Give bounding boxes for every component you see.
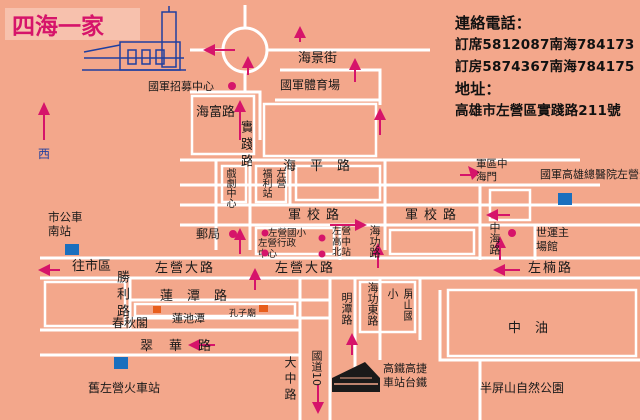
marker-gov bbox=[261, 249, 269, 257]
road-lianchi: 蓮潭路 bbox=[160, 288, 241, 304]
marker-recruit bbox=[228, 82, 236, 90]
direction-arrows bbox=[38, 26, 520, 414]
road-haiping: 海平路 bbox=[283, 158, 364, 174]
marker-north-station bbox=[318, 250, 326, 258]
road-junxiao-left: 軍校路 bbox=[288, 207, 345, 223]
place-world-arena: 世運主場館 bbox=[536, 226, 569, 253]
marker-high-school bbox=[318, 234, 326, 242]
road-labels: 海景街 海富路 海平路 軍校路 軍校路 左營大路 左營大路 左楠路 蓮潭路 翠華… bbox=[72, 51, 640, 395]
place-banpingshan: 半屏山自然公園 bbox=[480, 380, 564, 395]
marker-world-arena bbox=[508, 229, 516, 237]
place-north-station: 北站 bbox=[332, 247, 352, 258]
place-gov: 左營行政中心 bbox=[258, 238, 297, 260]
place-confucius: 孔子廟 bbox=[229, 307, 256, 319]
phone-line-2: 訂房5874367南海784175 bbox=[455, 59, 635, 75]
place-stadium: 國軍體育場 bbox=[280, 77, 340, 92]
place-zhongyou: 中油 bbox=[508, 321, 562, 336]
road-guodao: 國道10 bbox=[310, 350, 323, 386]
place-recruit: 國軍招募中心 bbox=[148, 79, 214, 93]
city-blocks bbox=[43, 94, 638, 358]
road-haigong: 海功路 bbox=[368, 225, 381, 258]
place-lotus-pond: 蓮池潭 bbox=[172, 311, 205, 325]
place-high-school: 左營高中 bbox=[332, 226, 352, 248]
road-zuoying-right: 左營大路 bbox=[275, 260, 335, 276]
place-hsr: 高鐵高捷車站台鐵 bbox=[383, 362, 427, 389]
place-hospital: 國軍高雄總醫院左營分院 bbox=[540, 167, 640, 181]
marker-hospital bbox=[558, 193, 572, 205]
address-text: 高雄市左營區實踐路211號 bbox=[455, 103, 621, 119]
marker-confucius bbox=[259, 305, 268, 312]
road-cuihua: 翠華路 bbox=[140, 338, 227, 354]
road-zuoying: 左營大路 bbox=[155, 260, 215, 276]
marker-bus-station bbox=[65, 244, 79, 255]
place-school-small: 左營國小 bbox=[268, 227, 307, 239]
brand-logo: 四海一家 bbox=[5, 6, 186, 71]
brand-name: 四海一家 bbox=[12, 13, 104, 40]
marker-old-train bbox=[114, 357, 128, 369]
road-haifu: 海富路 bbox=[196, 104, 235, 120]
road-haigong-east: 海功東路 bbox=[366, 282, 379, 326]
compass-west: 西 bbox=[38, 102, 50, 161]
road-zhonghai: 中海路 bbox=[488, 222, 501, 255]
marker-spring-autumn bbox=[153, 306, 161, 313]
road-zuonan: 左楠路 bbox=[528, 260, 573, 276]
place-theater: 戲劇中心 bbox=[224, 168, 235, 208]
road-mingtan: 明潭路 bbox=[340, 292, 353, 325]
address-heading: 地址： bbox=[455, 80, 501, 98]
road-haijing: 海景街 bbox=[298, 51, 337, 66]
hsr-station-icon bbox=[332, 362, 380, 392]
marker-post bbox=[229, 230, 237, 238]
map-markers bbox=[65, 82, 572, 392]
place-pingshan-school: 屏山國小 bbox=[386, 288, 412, 321]
road-dazhong: 大中路 bbox=[283, 356, 297, 404]
place-zuoying-small: 左營 bbox=[274, 168, 285, 188]
marker-school bbox=[261, 229, 269, 237]
road-to-city: 往市區 bbox=[72, 258, 111, 274]
place-post: 郵局 bbox=[196, 227, 220, 241]
place-spring-autumn: 春秋閣 bbox=[112, 316, 148, 330]
place-old-train: 舊左營火車站 bbox=[88, 380, 160, 395]
place-military-gate: 軍區中海門 bbox=[476, 158, 508, 183]
phone-heading: 連絡電話： bbox=[455, 14, 532, 32]
compass-label: 西 bbox=[38, 147, 50, 161]
road-junxiao-right: 軍校路 bbox=[405, 207, 462, 223]
contact-panel: 連絡電話： 訂席5812087南海784173 訂房5874367南海78417… bbox=[455, 12, 637, 122]
road-grid bbox=[40, 5, 640, 420]
road-shengli: 勝利路 bbox=[114, 270, 129, 321]
road-shijian: 實踐路 bbox=[238, 120, 252, 171]
place-bus-station: 市公車南站 bbox=[48, 210, 83, 238]
place-fuli: 福利站 bbox=[260, 168, 271, 198]
phone-line-1: 訂席5812087南海784173 bbox=[455, 37, 635, 53]
